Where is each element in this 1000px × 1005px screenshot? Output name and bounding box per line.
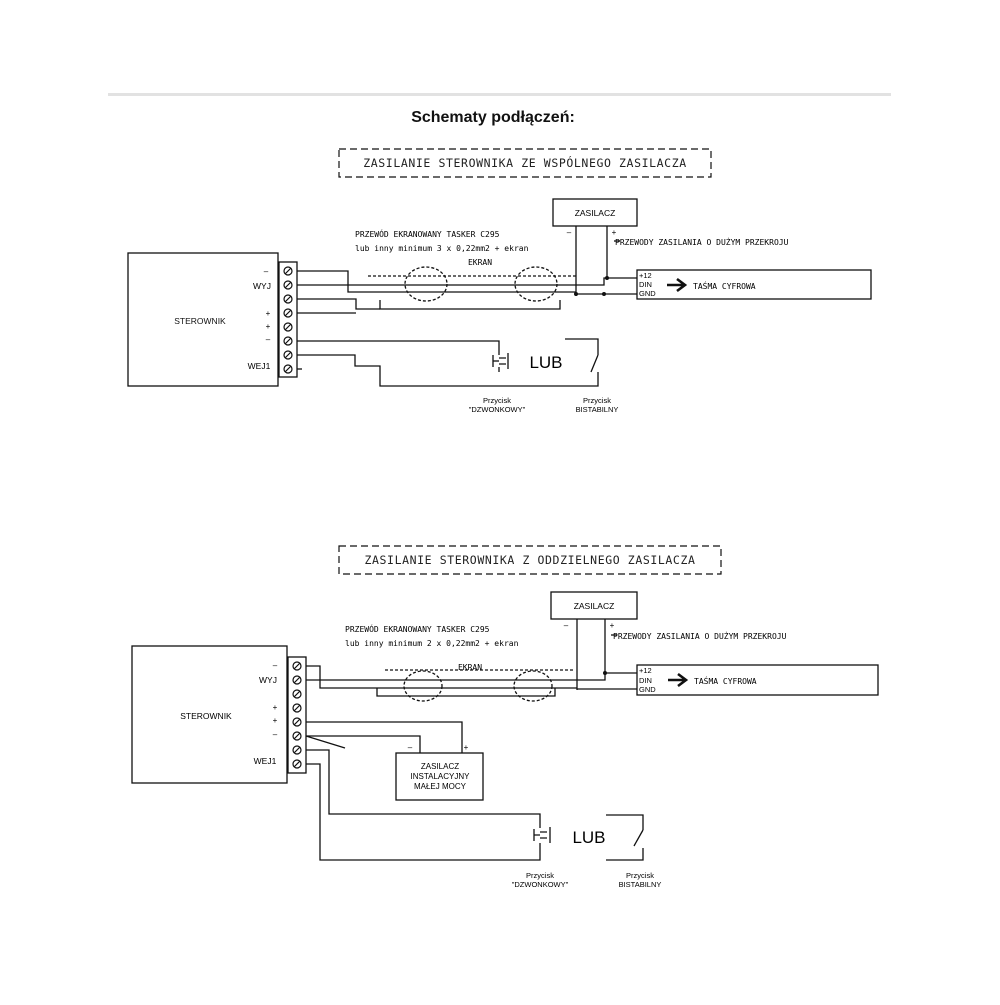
top-divider — [108, 93, 891, 96]
psu-wires-label: PRZEWODY ZASILANIA O DUŻYM PRZEKROJU — [615, 237, 789, 247]
power-supply-box — [552, 198, 638, 227]
strip-din-label: DIN — [639, 280, 652, 289]
terminal-screw-slot — [293, 718, 301, 726]
cable-shield-circle — [514, 266, 558, 302]
page-title: Schematy podłączeń: — [411, 109, 575, 126]
terminal-plus-label: + — [266, 309, 271, 318]
strip-din-label: DIN — [639, 676, 652, 685]
button1-label: "DZWONKOWY" — [469, 405, 526, 414]
small-psu-label: ZASILACZ — [421, 762, 459, 771]
terminal-screw-slot — [293, 662, 301, 670]
button1-label: "DZWONKOWY" — [512, 880, 569, 889]
diagram-title: ZASILANIE STEROWNIKA Z ODDZIELNEGO ZASIL… — [364, 553, 695, 567]
terminal-minus-label: – — [273, 661, 278, 670]
terminal-screw-slot — [284, 281, 292, 289]
strip-p12-label: +12 — [639, 666, 652, 675]
small-psu-plus-label: + — [464, 743, 469, 752]
terminal-block — [278, 261, 298, 378]
psu-minus-label: – — [564, 621, 569, 630]
terminal-block — [287, 656, 307, 774]
small-power-supply-box — [395, 752, 484, 801]
psu-plus-label: + — [610, 621, 615, 630]
button1-label: Przycisk — [483, 396, 511, 405]
cable-description: lub inny minimum 3 x 0,22mm2 + ekran — [355, 244, 529, 253]
shield-label: EKRAN — [468, 258, 492, 267]
psu-plus-label: + — [612, 228, 617, 237]
cable-shield-circle — [513, 670, 553, 702]
terminal-wej1-label: WEJ1 — [248, 361, 271, 371]
terminal-screw-slot — [284, 309, 292, 317]
arrow-icon — [668, 672, 689, 688]
small-psu-label: INSTALACYJNY — [411, 772, 471, 781]
or-label: LUB — [572, 828, 605, 847]
terminal-plus-label: + — [273, 716, 278, 725]
terminal-wyj-label: WYJ — [259, 675, 277, 685]
push-button-icon — [492, 353, 509, 369]
strip-label: TAŚMA CYFROWA — [693, 280, 756, 291]
diagram-title: ZASILANIE STEROWNIKA ZE WSPÓLNEGO ZASILA… — [363, 155, 687, 170]
terminal-screw-slot — [284, 323, 292, 331]
terminal-screws — [283, 266, 293, 374]
terminal-screw-slot — [284, 351, 292, 359]
or-label: LUB — [529, 353, 562, 372]
terminal-screw-slot — [284, 267, 292, 275]
strip-label: TAŚMA CYFROWA — [694, 675, 757, 686]
cable-description: PRZEWÓD EKRANOWANY TASKER C295 — [355, 228, 500, 239]
strip-gnd-label: GND — [639, 685, 656, 694]
cable-description: lub inny minimum 2 x 0,22mm2 + ekran — [345, 639, 519, 648]
psu-minus-label: – — [567, 228, 572, 237]
power-supply-label: ZASILACZ — [574, 601, 615, 611]
small-psu-minus-label: – — [408, 743, 413, 752]
terminal-screw-slot — [284, 365, 292, 373]
diagram-title-frame — [338, 545, 722, 575]
cable-shield-circle — [404, 266, 448, 302]
controller-box — [131, 645, 288, 784]
terminal-screw-slot — [293, 690, 301, 698]
terminal-screw-slot — [293, 732, 301, 740]
push-button-icon — [533, 827, 551, 843]
button2-label: BISTABILNY — [619, 880, 662, 889]
terminal-screw-slot — [293, 704, 301, 712]
bistable-switch-icon — [590, 346, 599, 380]
terminal-minus-label: – — [264, 267, 269, 276]
terminal-minus-label: – — [266, 335, 271, 344]
button2-label: Przycisk — [583, 396, 611, 405]
diagram-title-frame — [338, 148, 712, 178]
diagram-separate-psu: ZASILANIE STEROWNIKA Z ODDZIELNEGO ZASIL… — [131, 545, 879, 889]
terminal-screw-slot — [293, 676, 301, 684]
terminal-screw-slot — [284, 337, 292, 345]
terminal-screw-slot — [293, 746, 301, 754]
terminal-screw-slot — [284, 295, 292, 303]
controller-label: STEROWNIK — [180, 711, 232, 721]
button2-label: BISTABILNY — [576, 405, 619, 414]
diagram-shared-psu: ZASILANIE STEROWNIKA ZE WSPÓLNEGO ZASILA… — [127, 148, 872, 414]
terminal-screws — [292, 661, 302, 769]
terminal-wej1-label: WEJ1 — [254, 756, 277, 766]
power-supply-label: ZASILACZ — [575, 208, 616, 218]
terminal-wyj-label: WYJ — [253, 281, 271, 291]
controller-label: STEROWNIK — [174, 316, 226, 326]
strip-gnd-label: GND — [639, 289, 656, 298]
controller-box — [127, 252, 279, 387]
psu-wires-label: PRZEWODY ZASILANIA O DUŻYM PRZEKROJU — [613, 631, 787, 641]
power-supply-box — [550, 591, 638, 620]
arrow-icon — [667, 277, 688, 293]
terminal-screw-slot — [293, 760, 301, 768]
terminal-plus-label: + — [266, 322, 271, 331]
small-psu-label: MAŁEJ MOCY — [414, 782, 467, 791]
bistable-switch-icon — [633, 829, 644, 847]
strip-p12-label: +12 — [639, 271, 652, 280]
terminal-minus-label: – — [273, 730, 278, 739]
terminal-plus-label: + — [273, 703, 278, 712]
button2-label: Przycisk — [626, 871, 654, 880]
cable-shield-circle — [403, 670, 443, 702]
button1-label: Przycisk — [526, 871, 554, 880]
cable-description: PRZEWÓD EKRANOWANY TASKER C295 — [345, 623, 490, 634]
shield-label: EKRAN — [458, 663, 482, 672]
